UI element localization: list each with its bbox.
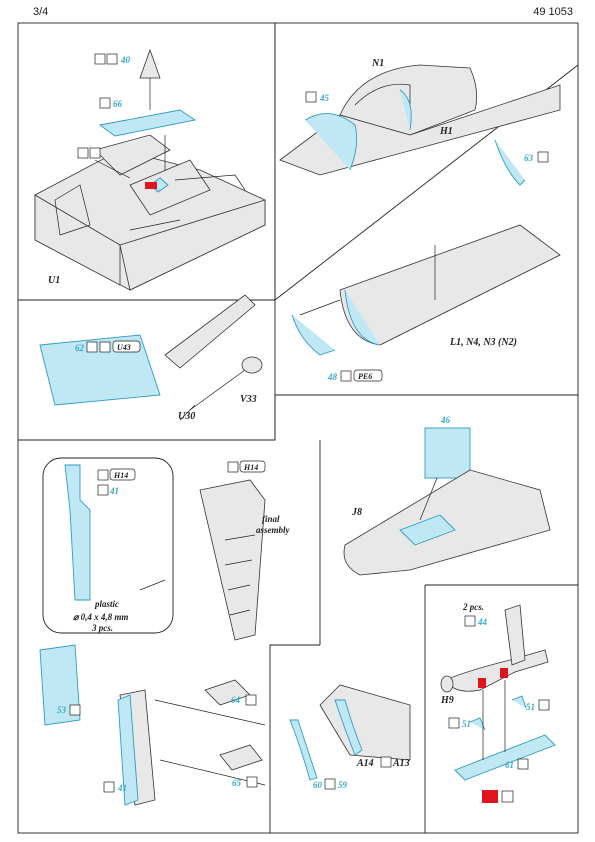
part-num-61: 61 — [505, 760, 514, 770]
nose-j8-illustration — [343, 469, 551, 576]
part-num-40: 40 — [120, 55, 131, 65]
part-num-45: 45 — [319, 93, 330, 103]
label-h1: H1 — [439, 126, 453, 137]
part-num-44: 44 — [477, 617, 488, 627]
icon-a13 — [380, 756, 392, 768]
icon-62b — [99, 341, 111, 353]
icon-65 — [246, 776, 258, 788]
icon-61 — [517, 758, 529, 770]
icon-51-left — [448, 717, 460, 729]
icon-44 — [464, 615, 476, 627]
part-num-60: 60 — [313, 780, 323, 790]
label-u30: U30 — [178, 411, 195, 422]
tag-h14-inset — [109, 468, 136, 481]
label-h9: H9 — [440, 695, 454, 706]
wing-a14-illustration — [319, 684, 411, 761]
note-assembly: assembly — [256, 525, 291, 535]
icon-62a — [86, 341, 98, 353]
frame-63 — [494, 139, 526, 186]
cockpit-tub-illustration — [34, 134, 266, 291]
icon-group-paint — [77, 147, 101, 159]
label-a14: A14 — [356, 758, 374, 769]
console-u30-illustration — [164, 294, 263, 421]
label-h14a: H14 — [113, 471, 128, 480]
part-num-41-bottom: 41 — [117, 783, 127, 793]
part-num-62: 62 — [75, 343, 85, 353]
part-num-51-right: 51 — [526, 702, 535, 712]
icon-63 — [537, 151, 549, 163]
icon-h14-inset — [97, 469, 109, 481]
part-60 — [289, 719, 318, 781]
note-pcs: 3 pcs. — [91, 623, 113, 633]
part-num-41-inset: 41 — [109, 486, 119, 496]
note-two-pcs: 2 pcs. — [462, 602, 484, 612]
icon-45 — [305, 91, 317, 103]
part-num-48: 48 — [327, 372, 338, 382]
tag-pe6 — [353, 369, 383, 382]
icon-60 — [324, 778, 336, 790]
icon-48 — [340, 370, 352, 382]
label-pe6: PE6 — [358, 372, 372, 381]
note-rod: ⌀ 0,4 x 4,8 mm — [73, 612, 128, 622]
part-num-63: 63 — [524, 153, 534, 163]
label-a13: A13 — [392, 758, 410, 769]
icon-51-right — [538, 699, 550, 711]
paint-icon — [501, 790, 514, 803]
part-num-51-left: 51 — [462, 719, 471, 729]
part-num-65: 65 — [232, 778, 242, 788]
part-num-59: 59 — [338, 780, 348, 790]
part-num-53: 53 — [57, 705, 67, 715]
note-plastic: plastic — [94, 599, 119, 609]
label-u1: U1 — [48, 275, 60, 286]
part-num-46: 46 — [440, 415, 451, 425]
label-lnn: L1, N4, N3 (N2) — [449, 337, 517, 348]
note-final: final — [262, 514, 280, 524]
icon-64 — [245, 694, 257, 706]
gear-h9-illustration — [440, 604, 549, 693]
canopy-frame-45 — [304, 113, 358, 171]
part-num-66: 66 — [113, 99, 123, 109]
label-v33: V33 — [240, 394, 257, 405]
icon-53 — [69, 704, 81, 716]
label-h14b: H14 — [243, 463, 258, 472]
red-marker — [145, 182, 157, 189]
floor-plate-66 — [98, 109, 197, 137]
page-number: 3/4 — [33, 6, 49, 18]
label-n1: N1 — [371, 58, 384, 69]
tag-h14-final — [239, 460, 266, 473]
plate-61 — [454, 734, 556, 781]
tag-u43 — [112, 340, 141, 353]
frame-48 — [291, 314, 336, 356]
part-num-64: 64 — [231, 695, 241, 705]
mesh-part-46 — [424, 427, 471, 479]
plastic-rod — [139, 579, 166, 591]
icon-41-bottom — [103, 781, 115, 793]
icon-66 — [99, 97, 111, 109]
console-plate-62 — [39, 334, 161, 406]
ladder-final-illustration — [199, 479, 266, 641]
label-j8: J8 — [351, 507, 362, 518]
seat-back-part-40 — [139, 48, 161, 79]
icon-group-40 — [94, 53, 118, 65]
step-part-65 — [219, 744, 263, 771]
icon-41-inset — [97, 484, 109, 496]
ladder-part-41-inset — [64, 464, 91, 601]
fuselage-halves-illustration — [339, 224, 561, 346]
label-u43: U43 — [117, 343, 131, 352]
step-part-64 — [204, 679, 251, 706]
panel-frames — [17, 22, 579, 834]
icon-h14-final — [227, 461, 239, 473]
ladder-inset-box — [42, 457, 174, 634]
kit-code: 49 1053 — [533, 6, 573, 18]
red-color-swatch — [482, 790, 498, 803]
part-51-right — [511, 695, 527, 709]
